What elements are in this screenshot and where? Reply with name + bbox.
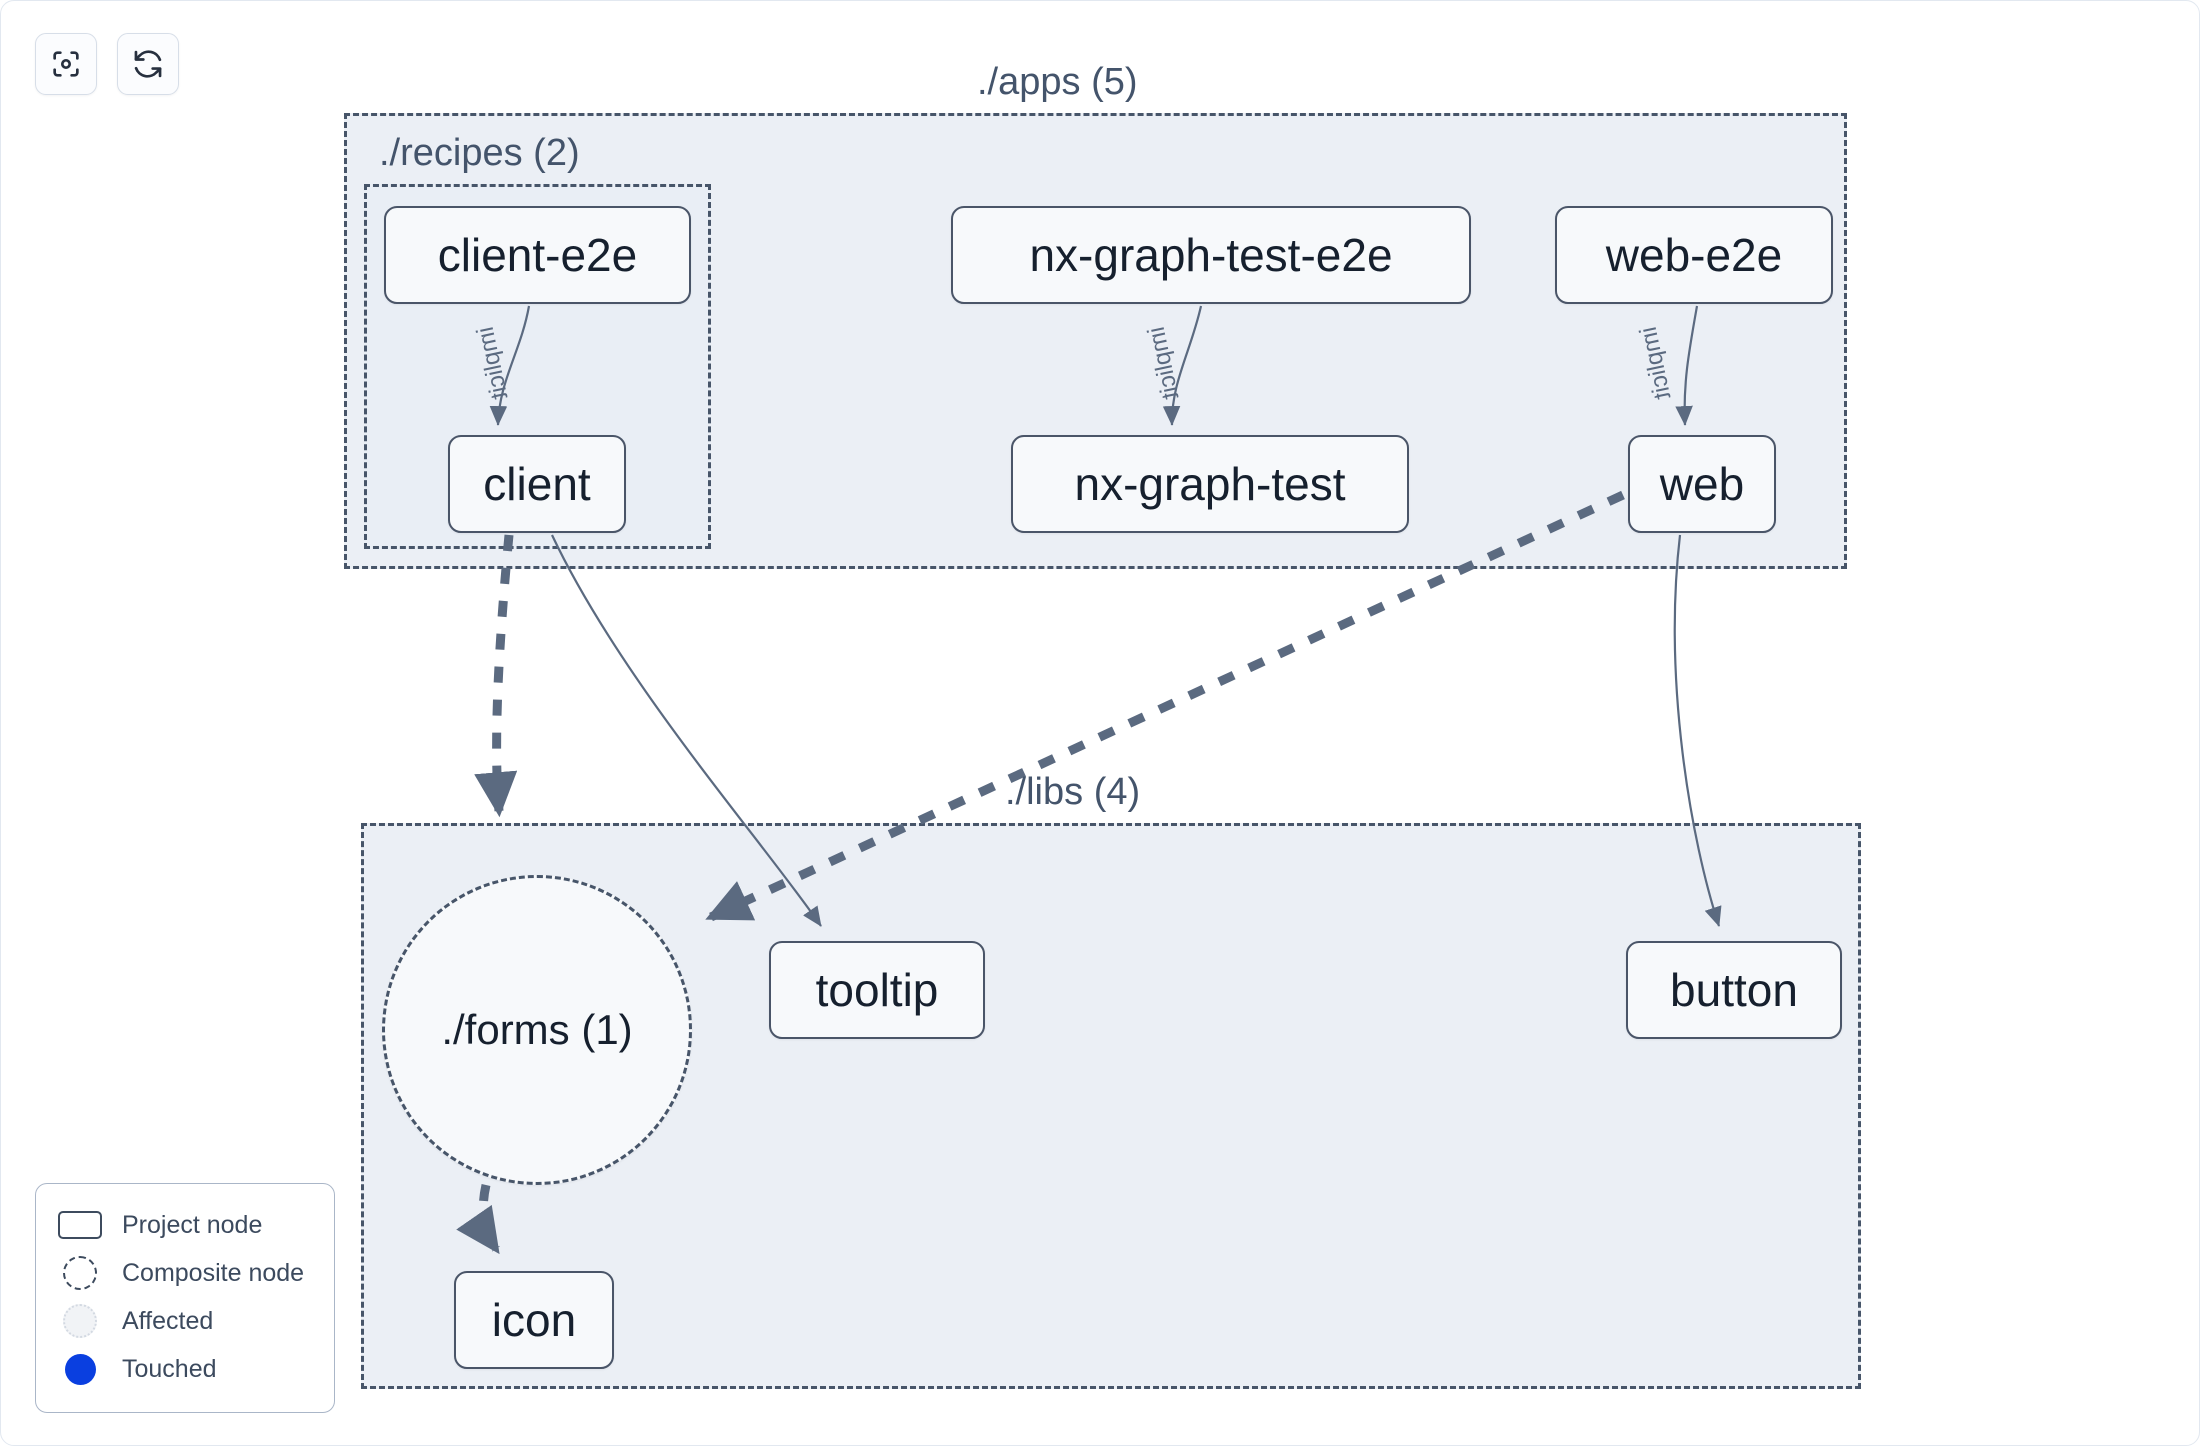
focus-graph-button[interactable] <box>35 33 97 95</box>
group-label-libs: ./libs (4) <box>1005 771 1141 813</box>
graph-legend: Project node Composite node Affected Tou… <box>35 1183 335 1413</box>
node-label: nx-graph-test-e2e <box>1029 229 1393 281</box>
node-web-e2e[interactable]: web-e2e <box>1555 206 1833 304</box>
node-label: web <box>1659 458 1745 510</box>
legend-label: Touched <box>122 1354 217 1383</box>
node-label: nx-graph-test <box>1074 458 1346 510</box>
legend-label: Project node <box>122 1210 263 1239</box>
node-button[interactable]: button <box>1626 941 1842 1039</box>
node-label: client-e2e <box>437 229 638 281</box>
node-client-e2e[interactable]: client-e2e <box>384 206 691 304</box>
legend-item-touched: Touched <box>56 1345 314 1393</box>
graph-toolbar <box>35 33 179 95</box>
legend-item-composite-node: Composite node <box>56 1249 314 1297</box>
node-label: web-e2e <box>1605 229 1783 281</box>
node-icon[interactable]: icon <box>454 1271 614 1369</box>
legend-item-project-node: Project node <box>56 1201 314 1249</box>
legend-item-affected: Affected <box>56 1297 314 1345</box>
touched-node-icon <box>56 1353 104 1385</box>
group-label-recipes: ./recipes (2) <box>379 132 580 174</box>
affected-node-icon <box>56 1304 104 1338</box>
node-label: client <box>483 458 591 510</box>
node-label: button <box>1670 964 1798 1016</box>
composite-node-icon <box>56 1256 104 1290</box>
edge-client-to-forms <box>474 534 518 818</box>
focus-target-icon <box>49 47 83 81</box>
node-nx-graph-test-e2e[interactable]: nx-graph-test-e2e <box>951 206 1471 304</box>
node-forms-composite[interactable]: ./forms (1) <box>382 875 692 1185</box>
refresh-graph-button[interactable] <box>117 33 179 95</box>
node-label: tooltip <box>815 964 939 1016</box>
legend-label: Composite node <box>122 1258 305 1287</box>
group-label-apps: ./apps (5) <box>977 61 1138 103</box>
node-label: ./forms (1) <box>441 1006 633 1053</box>
node-nx-graph-test[interactable]: nx-graph-test <box>1011 435 1409 533</box>
refresh-icon <box>131 47 165 81</box>
node-client[interactable]: client <box>448 435 626 533</box>
node-web[interactable]: web <box>1628 435 1776 533</box>
node-label: icon <box>491 1294 577 1346</box>
project-node-icon <box>56 1211 104 1239</box>
node-tooltip[interactable]: tooltip <box>769 941 985 1039</box>
legend-label: Affected <box>122 1306 214 1335</box>
